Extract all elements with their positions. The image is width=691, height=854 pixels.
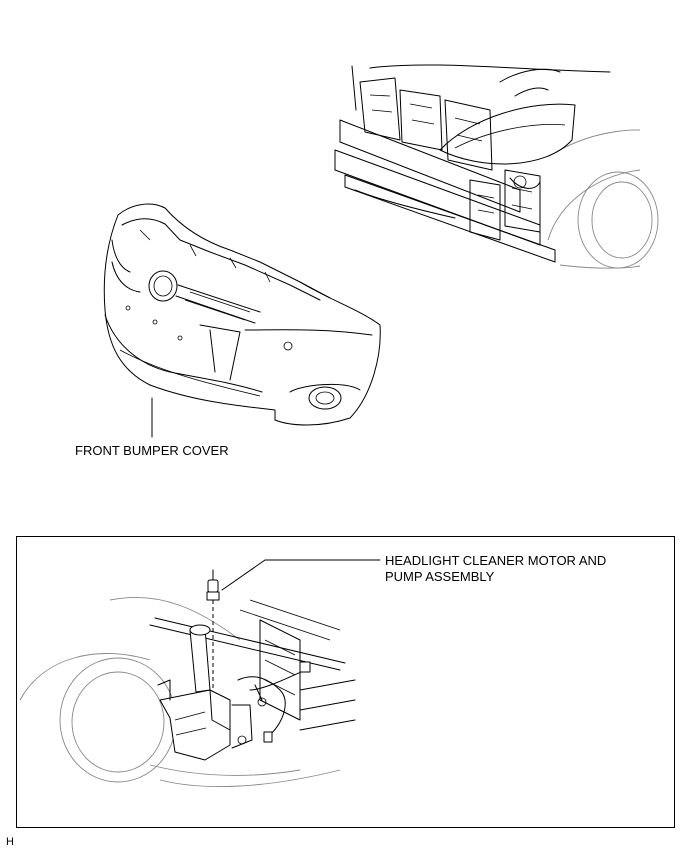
corner-code-label: H xyxy=(6,836,14,848)
headlight-cleaner-label-line1: HEADLIGHT CLEANER MOTOR AND xyxy=(385,553,607,568)
detail-inset-frame xyxy=(16,536,675,828)
headlight-cleaner-label-line2: PUMP ASSEMBLY xyxy=(385,569,495,584)
front-bumper-cover-label: FRONT BUMPER COVER xyxy=(75,443,229,458)
vehicle-front-without-bumper xyxy=(334,64,659,269)
front-bumper-cover-drawing xyxy=(103,203,381,426)
washer-tank-area-drawing xyxy=(19,569,356,788)
headlight-cleaner-leader-line xyxy=(221,559,381,591)
